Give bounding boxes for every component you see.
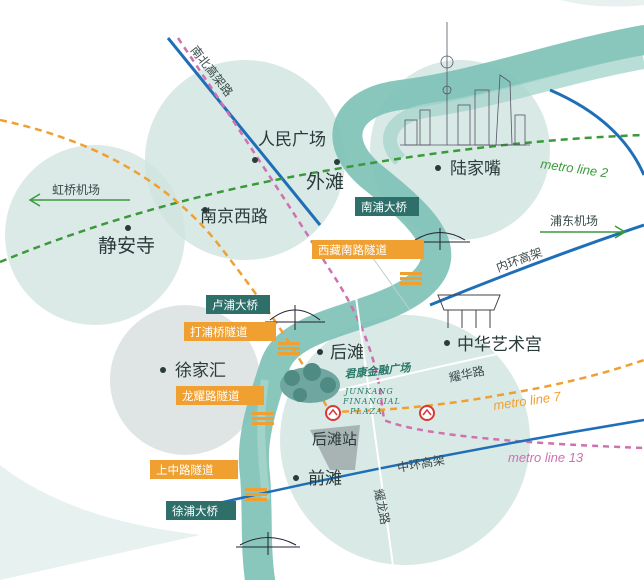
circle-jingan [5, 145, 185, 325]
yaohua-road-line [319, 344, 541, 396]
plaza-name-en-2: FINANCIAL [342, 397, 401, 406]
tag-lupu-bridge-text: 卢浦大桥 [212, 298, 258, 312]
map-border-curve [0, 465, 200, 580]
label-renmin-square: 人民广场 [258, 130, 326, 150]
tag-dapuqiao-tunnel: 打浦桥隧道 [184, 322, 276, 341]
label-china-art-palace: 中华艺术宫 [457, 335, 542, 355]
circle-xujiahui [110, 305, 260, 455]
tag-longyao-tunnel-text: 龙耀路隧道 [182, 389, 240, 403]
north-south-elevated-line [166, 37, 322, 226]
label-metro-line-2: metro line 2 [540, 156, 610, 180]
label-jingan-temple: 静安寺 [98, 235, 155, 257]
label-nanjing-west-road: 南京西路 [200, 207, 268, 227]
middle-ring-elevated-line [209, 418, 644, 507]
tag-xupu-bridge-text: 徐浦大桥 [172, 504, 218, 518]
tag-shangzhong-tunnel-text: 上中路隧道 [156, 463, 214, 477]
tag-xizang-south-tunnel: 西藏南路隧道 [312, 240, 424, 259]
plaza-name-en-3: PLAZA [349, 407, 383, 416]
xupu-bridge-icon [236, 532, 300, 555]
label-houtan-station: 后滩站 [312, 430, 357, 448]
poi-dots [125, 157, 450, 481]
china-art-palace-icon [437, 294, 501, 328]
tunnel-markers [245, 272, 422, 501]
tag-lupu-bridge: 卢浦大桥 [206, 295, 270, 314]
label-xujiahui: 徐家汇 [175, 361, 226, 381]
label-lujiazui: 陆家嘴 [450, 159, 501, 179]
circle-renmin [145, 60, 345, 260]
metro-line-2-path [0, 133, 644, 264]
yaolong-road-line [354, 289, 396, 580]
label-metro-line-13: metro line 13 [508, 450, 584, 465]
pudong-airport-line [549, 88, 644, 176]
tag-longyao-tunnel: 龙耀路隧道 [176, 386, 264, 405]
station-icon-houtan [325, 405, 341, 421]
station-icon-yaohua [419, 405, 435, 421]
label-pudong-airport: 浦东机场 [550, 214, 598, 228]
tag-xizang-south-tunnel-text: 西藏南路隧道 [318, 243, 387, 257]
junkang-plaza-building-icon [280, 363, 340, 403]
tag-dapuqiao-tunnel-text: 打浦桥隧道 [190, 325, 248, 339]
houtan-station-area [310, 425, 360, 470]
metro-line-7-path [329, 358, 644, 414]
tag-nanpu-bridge: 南浦大桥 [355, 197, 419, 216]
tag-shangzhong-tunnel: 上中路隧道 [150, 460, 238, 479]
circle-houtan [280, 315, 530, 565]
label-yaolong-road: 耀龙路 [371, 488, 393, 526]
metro-line-13-path [176, 37, 644, 450]
label-qiantan: 前滩 [308, 469, 342, 489]
label-houtan: 后滩 [330, 343, 364, 363]
label-the-bund: 外滩 [306, 171, 344, 193]
hongqiao-arrow [28, 193, 130, 207]
pudong-arrow [540, 225, 627, 239]
label-hongqiao-airport: 虹桥机场 [52, 183, 100, 197]
metro-line-7-west-path [0, 118, 332, 413]
tag-xupu-bridge: 徐浦大桥 [166, 501, 236, 520]
lujiazui-skyline-icon [400, 22, 530, 146]
label-yaohua-road: 耀华路 [448, 363, 486, 385]
tag-nanpu-bridge-text: 南浦大桥 [361, 200, 407, 214]
map-border-right [560, 0, 644, 7]
plaza-name-en-1: JUNKANG [343, 387, 394, 396]
inner-ring-elevated-line [429, 223, 644, 307]
